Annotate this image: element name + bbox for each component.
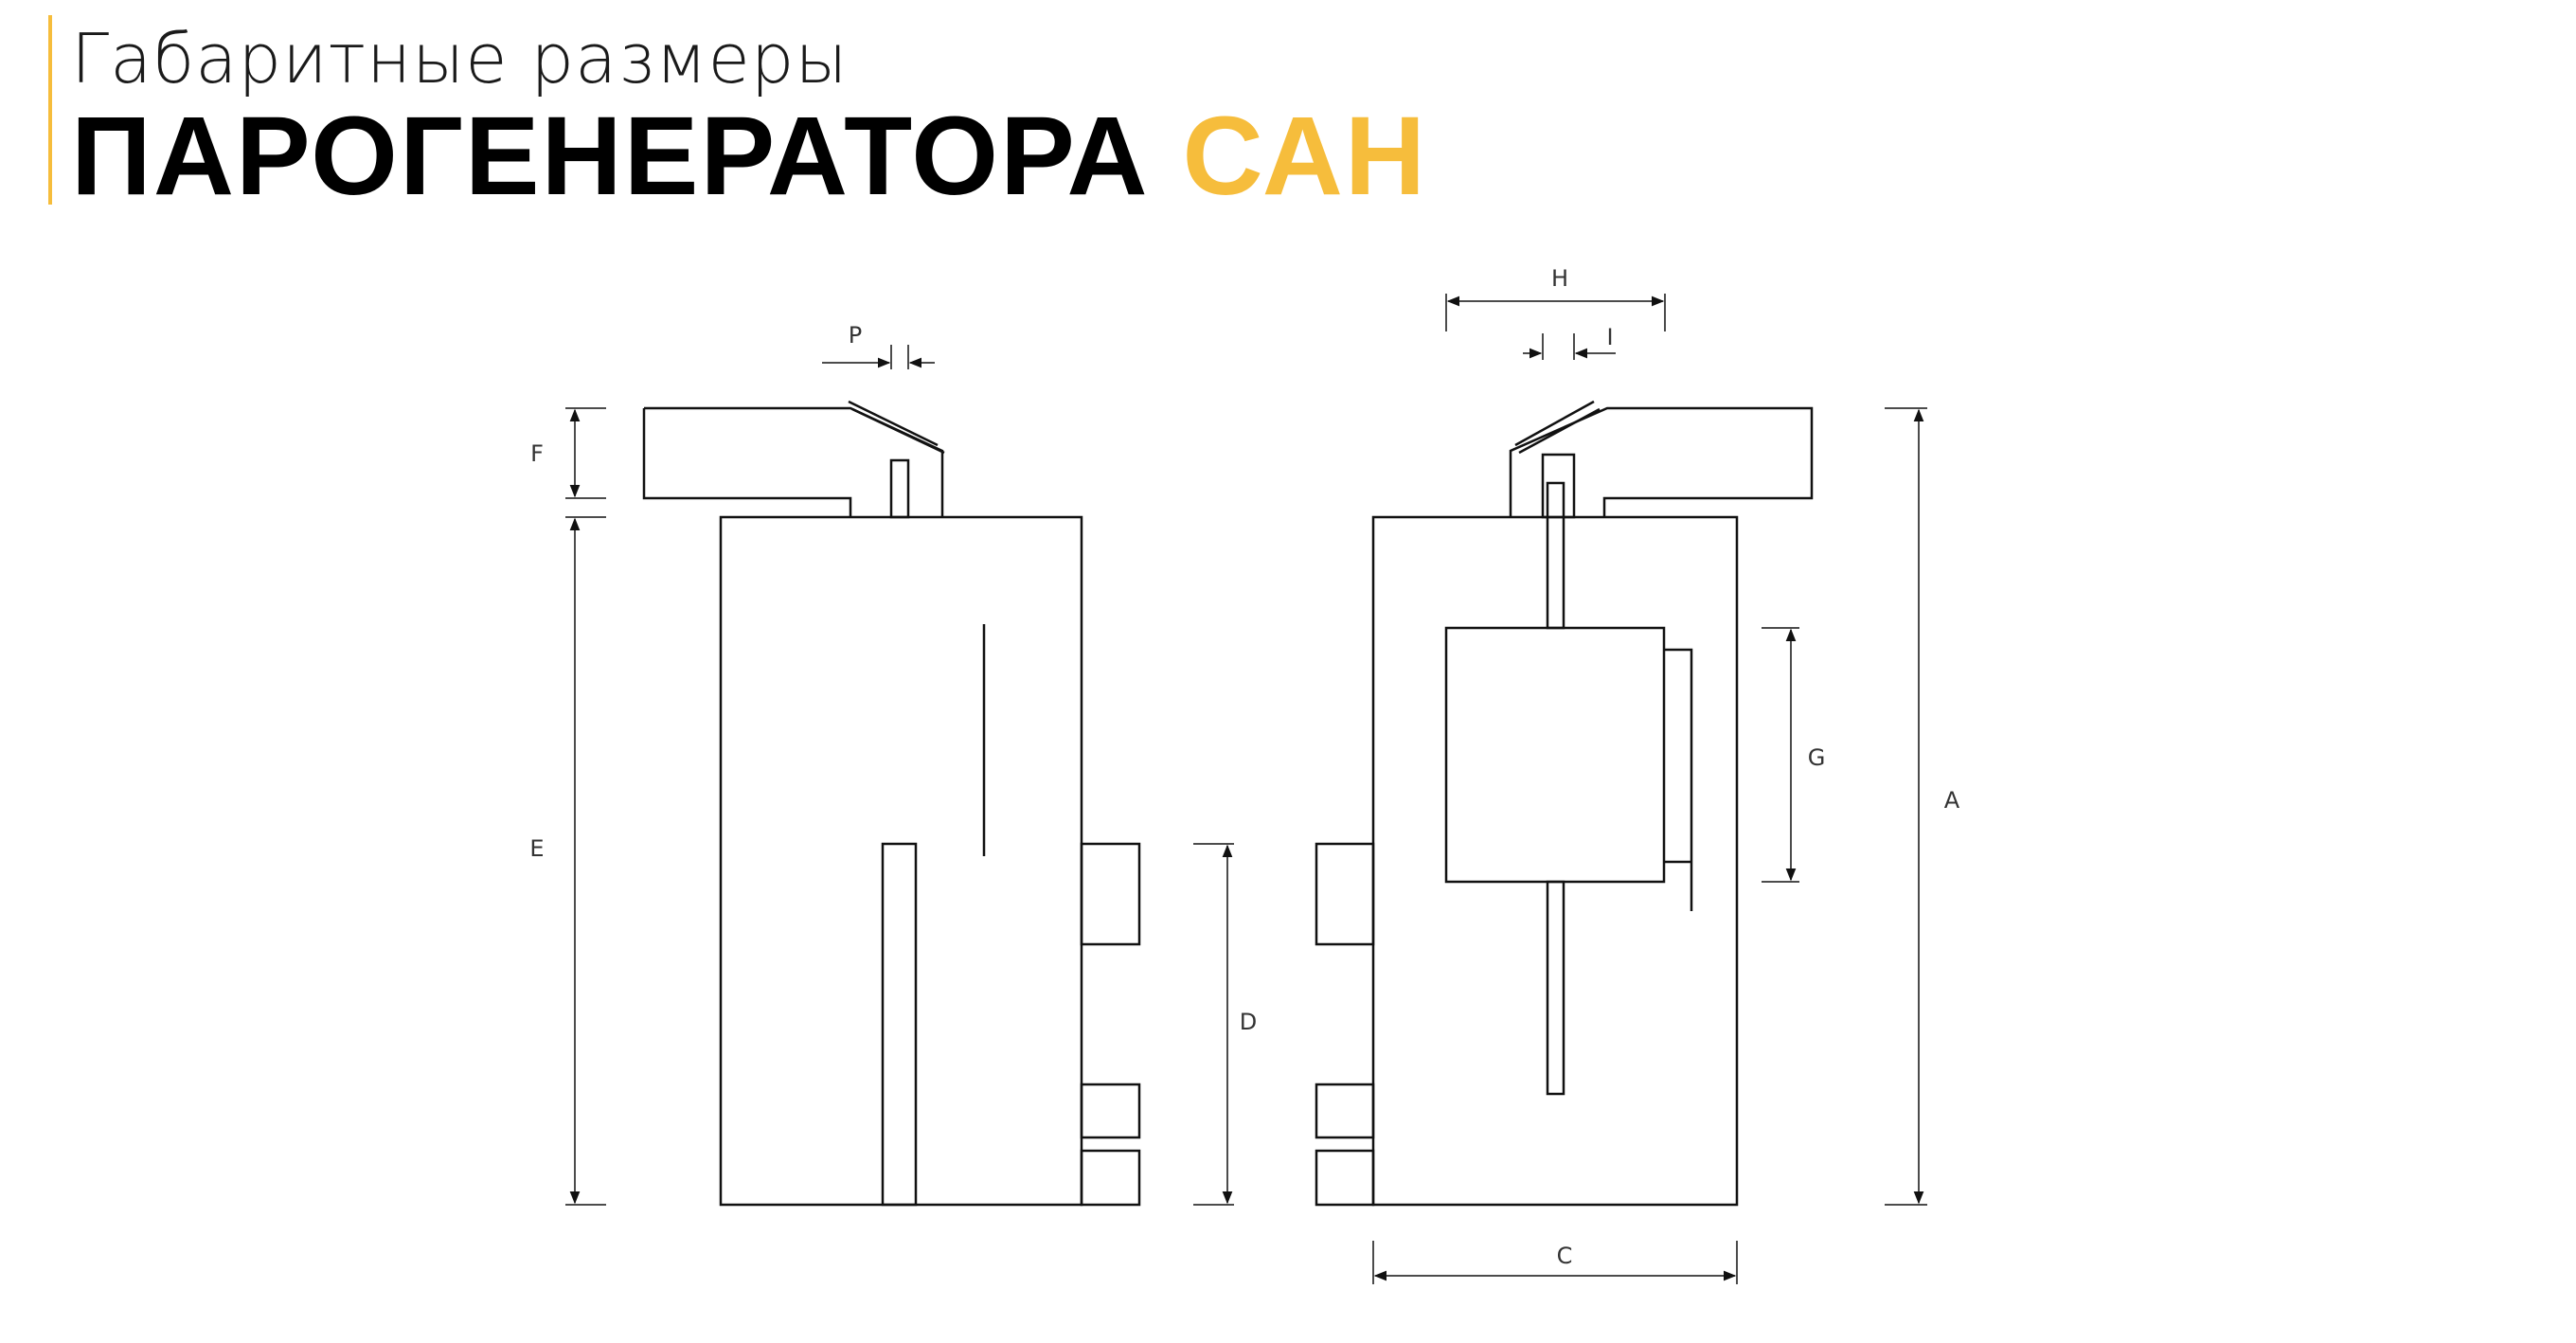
label-e: E	[529, 835, 544, 862]
right-control-box	[1444, 626, 1666, 884]
dimension-labels: P F E D H I G A C	[529, 265, 1959, 1269]
left-outlet-mid	[1080, 1083, 1141, 1139]
right-handle-hatch-2	[1518, 407, 1601, 455]
left-steam-pipe	[889, 458, 910, 519]
title-line-2: ПАРОГЕНЕРАТОРА САН	[71, 100, 1427, 212]
right-side-bracket	[1664, 648, 1693, 911]
right-outlet-low	[1315, 1149, 1375, 1207]
right-outlet-upper	[1315, 842, 1375, 946]
label-h: H	[1551, 265, 1568, 292]
title-line-1: Габаритные размеры	[71, 19, 849, 98]
left-outlet-upper	[1080, 842, 1141, 946]
right-pipe-outer	[1541, 453, 1576, 519]
right-outlet-mid	[1315, 1083, 1375, 1139]
right-handle-hatch-1	[1514, 400, 1595, 447]
title-main: ПАРОГЕНЕРАТОРА	[71, 94, 1150, 219]
right-view	[1315, 400, 1814, 1207]
label-c: C	[1557, 1243, 1573, 1269]
right-rod-lower	[1546, 880, 1565, 1096]
label-g: G	[1808, 744, 1826, 771]
right-rod-upper	[1546, 481, 1565, 630]
dimension-lines	[565, 294, 1927, 1284]
header: Габаритные размеры ПАРОГЕНЕРАТОРА САН	[48, 15, 1427, 212]
label-d: D	[1240, 1009, 1257, 1035]
left-body	[719, 515, 1083, 1207]
left-inner-tube	[881, 842, 918, 1207]
left-outlet-low	[1080, 1149, 1141, 1207]
left-view	[642, 400, 1141, 1207]
left-handle-hatch-1	[848, 400, 939, 447]
label-i: I	[1606, 324, 1613, 350]
right-handle	[1509, 406, 1814, 517]
label-p: P	[849, 322, 862, 349]
title-accent: САН	[1182, 94, 1428, 219]
label-f: F	[530, 440, 544, 467]
label-a: A	[1944, 787, 1960, 814]
left-handle-hatch-2	[851, 407, 945, 455]
